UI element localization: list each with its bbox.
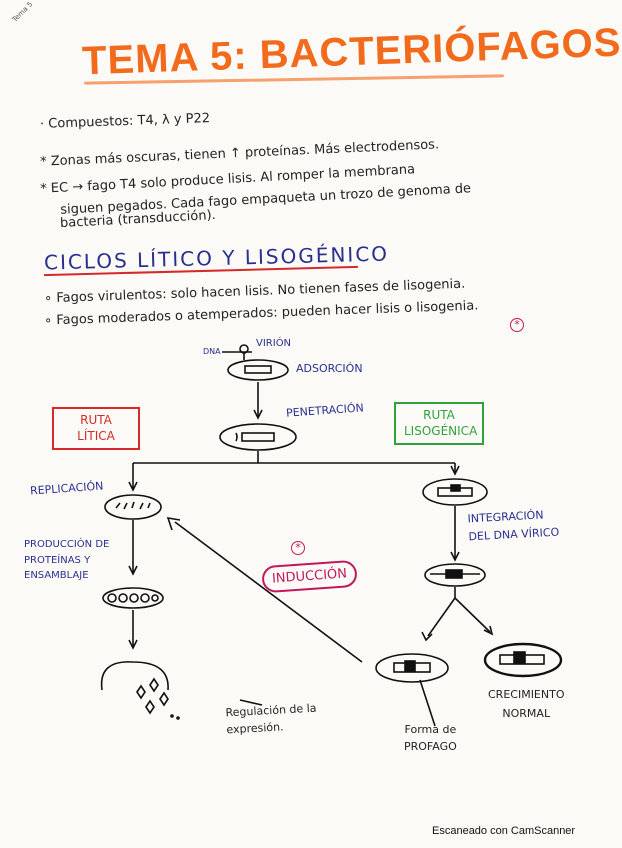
cycle-diagram xyxy=(100,344,563,727)
cell-penetracion xyxy=(219,423,297,451)
cell-adsorcion xyxy=(227,359,289,381)
ruta-lisogenica-line1: RUTA xyxy=(423,408,455,422)
integracion-label: INTEGRACIÓN DEL DNA VÍRICO xyxy=(467,506,559,546)
ruta-litica-line2: LÍTICA xyxy=(77,428,115,443)
forma-profago-label: Forma de PROFAGO xyxy=(404,722,457,755)
cell-lisogenica-1 xyxy=(422,478,488,506)
adsorcion-label: ADSORCIÓN xyxy=(296,362,363,375)
forma-line2: PROFAGO xyxy=(404,739,457,753)
ruta-lisogenica-line2: LISOGÉNICA xyxy=(404,423,478,438)
crecimiento-label: CRECIMIENTO NORMAL xyxy=(488,686,565,723)
produccion-line1: PRODUCCIÓN DE xyxy=(24,539,110,550)
cell-replicacion xyxy=(104,494,162,520)
cell-crecimiento xyxy=(483,642,563,678)
produccion-label: PRODUCCIÓN DE PROTEÍNAS Y ENSAMBLAJE xyxy=(24,537,109,584)
camscanner-footer: Escaneado con CamScanner xyxy=(432,825,576,837)
asterisk-mark-2: * xyxy=(291,541,305,555)
asterisk-mark-1: * xyxy=(510,318,524,332)
dna-label: DNA xyxy=(203,347,221,356)
cell-lysed xyxy=(100,661,169,691)
produccion-line3: ENSAMBLAJE xyxy=(24,570,89,581)
regulacion-label: Regulación de la expresión. xyxy=(225,701,318,739)
forma-line1: Forma de xyxy=(404,723,457,736)
crecimiento-line2: NORMAL xyxy=(502,706,551,720)
scanned-page: Tema 5 TEMA 5: BACTERIÓFAGOS · Compuesto… xyxy=(11,0,622,837)
virion-label: VIRIÓN xyxy=(256,338,292,349)
ruta-litica-box: RUTA LÍTICA xyxy=(52,407,140,451)
produccion-line2: PROTEÍNAS Y xyxy=(24,554,91,566)
crecimiento-line1: CRECIMIENTO xyxy=(488,688,565,701)
cell-integracion xyxy=(424,563,486,587)
ruta-litica-line1: RUTA xyxy=(80,413,112,427)
cell-ensamblaje xyxy=(102,587,164,609)
cell-profago xyxy=(375,653,449,683)
ruta-lisogenica-box: RUTA LISOGÉNICA xyxy=(394,402,484,446)
